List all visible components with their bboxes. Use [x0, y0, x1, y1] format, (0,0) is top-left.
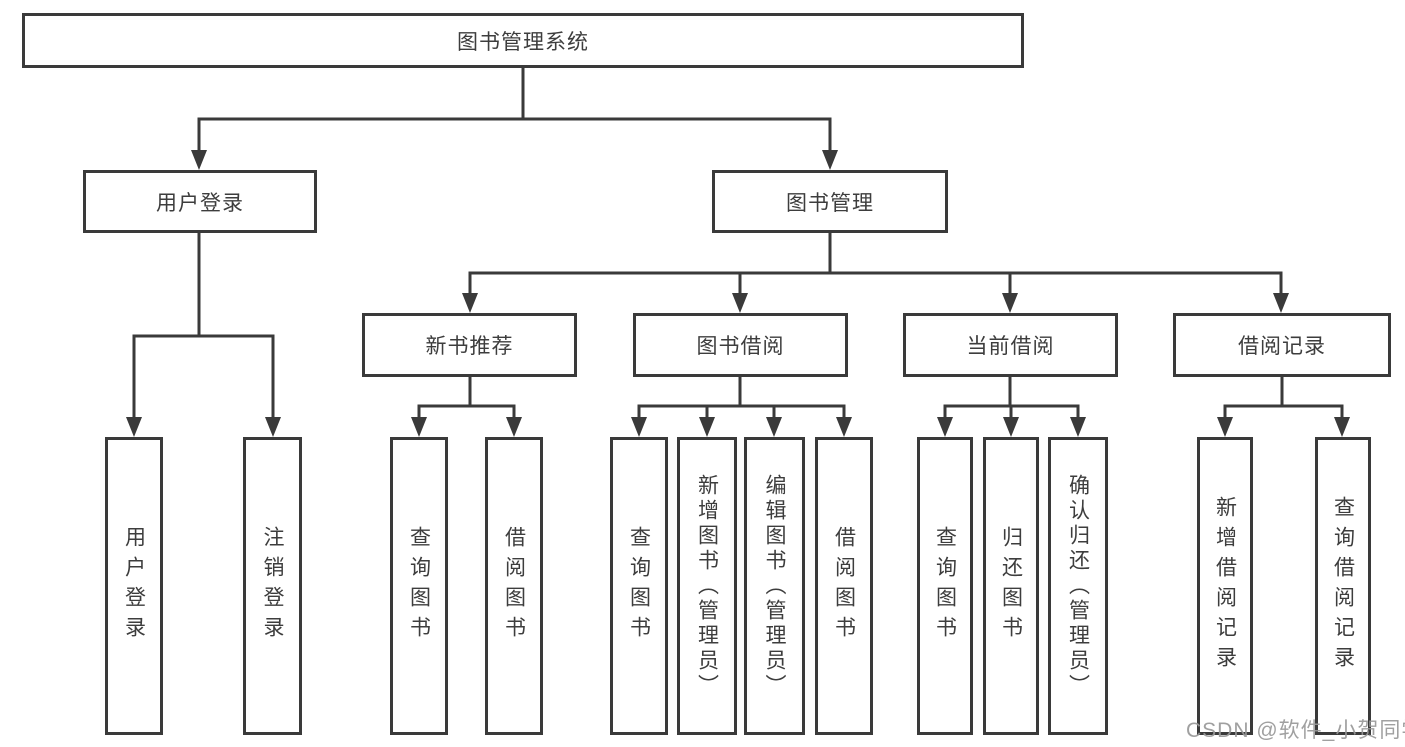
leaf-edit-book-admin-label: 编辑图书（管理员） [763, 473, 786, 699]
section-current-borrowing: 当前借阅 [903, 313, 1118, 377]
leaf-query-books-current-label: 查询图书 [933, 526, 957, 646]
leaf-query-borrow-record: 查询借阅记录 [1315, 437, 1371, 735]
leaf-add-borrow-record: 新增借阅记录 [1197, 437, 1253, 735]
csdn-watermark: CSDN @软件_小贺同学 [1186, 719, 1405, 742]
leaf-edit-book-admin: 编辑图书（管理员） [744, 437, 805, 735]
leaf-borrow-books-recommend-label: 借阅图书 [502, 526, 526, 646]
branch-user-login: 用户登录 [83, 170, 317, 233]
leaf-query-books-current: 查询图书 [917, 437, 973, 735]
leaf-confirm-return-admin: 确认归还（管理员） [1048, 437, 1108, 735]
leaf-add-book-admin: 新增图书（管理员） [677, 437, 737, 735]
leaf-borrow-books-recommend: 借阅图书 [485, 437, 543, 735]
leaf-query-books-recommend: 查询图书 [390, 437, 448, 735]
leaf-query-books-recommend-label: 查询图书 [407, 526, 431, 646]
leaf-query-books-borrowing-label: 查询图书 [627, 526, 651, 646]
leaf-query-books-borrowing: 查询图书 [610, 437, 668, 735]
leaf-user-login-label: 用户登录 [122, 526, 146, 646]
node-root: 图书管理系统 [22, 13, 1024, 68]
section-new-book-recommendation: 新书推荐 [362, 313, 577, 377]
leaf-return-books-label: 归还图书 [999, 526, 1023, 646]
leaf-borrow-books-borrowing: 借阅图书 [815, 437, 873, 735]
leaf-query-borrow-record-label: 查询借阅记录 [1331, 496, 1355, 676]
leaf-borrow-books-borrowing-label: 借阅图书 [832, 526, 856, 646]
section-book-borrowing: 图书借阅 [633, 313, 848, 377]
leaf-user-login: 用户登录 [105, 437, 163, 735]
leaf-logout-label: 注销登录 [261, 526, 284, 646]
leaf-add-borrow-record-label: 新增借阅记录 [1213, 496, 1237, 676]
leaf-logout: 注销登录 [243, 437, 302, 735]
section-borrowing-records: 借阅记录 [1173, 313, 1391, 377]
branch-book-management: 图书管理 [712, 170, 948, 233]
leaf-confirm-return-admin-label: 确认归还（管理员） [1066, 473, 1090, 699]
leaf-add-book-admin-label: 新增图书（管理员） [695, 473, 719, 699]
leaf-return-books: 归还图书 [983, 437, 1039, 735]
